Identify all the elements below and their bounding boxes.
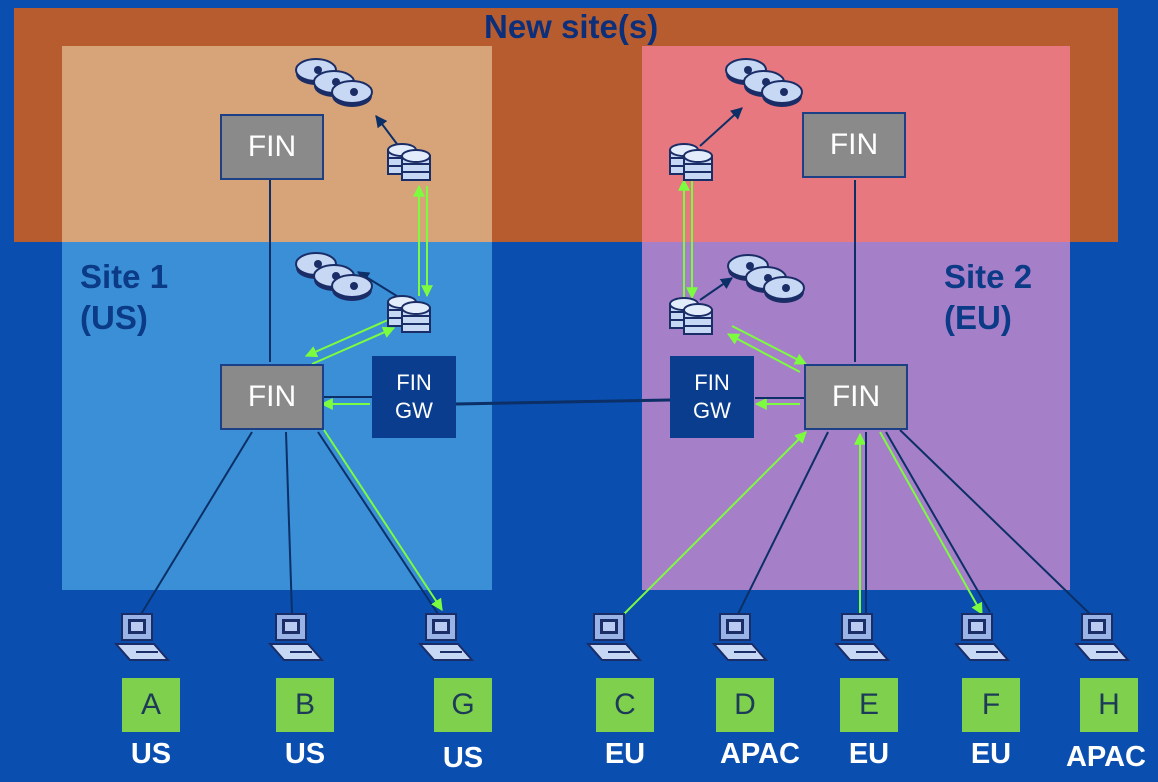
computer-icon-h [1075,613,1129,661]
client-b-box[interactable]: B [276,678,334,732]
disk-fin-us-b [311,326,396,365]
client-c-region: EU [604,738,646,770]
fin-node-new-us[interactable]: FIN [220,114,324,180]
disk-fin-us-a [304,319,389,358]
gateway-us-line1: FIN [396,370,432,395]
computer-icon-f [955,613,1009,661]
link-client-b [285,431,293,615]
link-client-a [139,431,253,617]
site1-label-name: Site 1 [80,258,169,295]
fin-gateway-us[interactable]: FIN GW [372,356,456,438]
link-client-f-dark [885,431,991,613]
computer-icon-e [835,613,889,661]
new-sites-title: New site(s) [484,8,659,45]
computer-icon-a [115,613,169,661]
client-f-box[interactable]: F [962,678,1020,732]
link-client-g [317,431,439,615]
computer-icon-b [269,613,323,661]
client-a-box[interactable]: A [122,678,180,732]
gateway-eu-line2: GW [693,398,731,423]
fin-node-new-eu[interactable]: FIN [802,112,906,178]
site2-label-region: (EU) [944,299,1012,336]
client-a-region: US [130,738,172,770]
gateway-link [455,398,671,406]
computer-icon-c [587,613,641,661]
fin-node-site2[interactable]: FIN [804,364,908,430]
gateway-us-line2: GW [395,398,433,423]
client-h-region: APAC [1065,741,1147,773]
computer-icon-d [713,613,767,661]
backup-arrow-us-site [356,271,401,299]
backup-arrow-eu-site [699,277,733,301]
client-d-region: APAC [719,738,801,770]
disk-fin-eu-b [726,333,801,373]
backup-arrow-eu-new [699,107,743,147]
backup-arrow-us-new [375,115,401,149]
site2-label-name: Site 2 [944,258,1033,295]
site1-label-region: (US) [80,299,148,336]
link-client-c [623,431,807,615]
disk-fin-eu-a [731,325,808,365]
link-client-f [879,431,983,616]
client-g-box[interactable]: G [434,678,492,732]
client-d-box[interactable]: D [716,678,774,732]
client-c-box[interactable]: C [596,678,654,732]
client-b-region: US [284,738,326,770]
fin-gateway-eu[interactable]: FIN GW [670,356,754,438]
gateway-eu-line1: FIN [694,370,730,395]
client-f-region: EU [970,738,1012,770]
link-client-d [737,431,829,615]
client-g-region: US [442,742,484,774]
link-client-h [899,429,1093,617]
client-h-box[interactable]: H [1080,678,1138,732]
client-e-box[interactable]: E [840,678,898,732]
arrow-client-g [323,429,443,612]
fin-node-site1[interactable]: FIN [220,364,324,430]
client-e-region: EU [848,738,890,770]
site1-label: Site 1 (US) [80,256,168,338]
site2-label: Site 2 (EU) [944,256,1032,338]
computer-icon-g [419,613,473,661]
